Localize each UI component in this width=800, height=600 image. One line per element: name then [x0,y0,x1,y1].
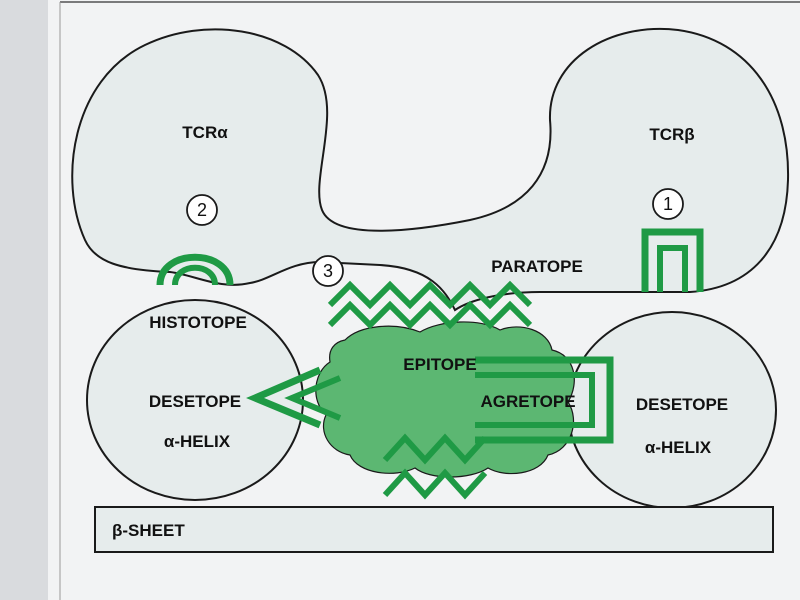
left-margin [0,0,48,600]
helix-left-label: α-HELIX [164,432,231,451]
marker-1: 1 [652,188,684,220]
histotope-label: HISTOTOPE [149,313,247,332]
helix-right-label: α-HELIX [645,438,712,457]
contact-zigzag-bottom-1 [382,433,488,465]
contact-zigzag-top-2 [327,300,533,330]
marker-3-label: 3 [323,261,333,281]
tcr-receptor-shape [71,28,790,312]
desetope-right-label: DESETOPE [636,395,728,414]
desetope-left-chevron-outer [246,366,322,429]
paratope-label: PARATOPE [491,257,583,276]
tcr-beta-label: TCRβ [649,125,694,144]
tcr-alpha-label: TCRα [182,123,228,142]
agretope-bracket-outer [475,356,614,444]
contact-zigzag-top-1 [327,280,533,310]
desetope-left-chevron-inner [284,375,342,421]
agretope-label: AGRETOPE [480,392,575,411]
marker-1-label: 1 [663,194,673,214]
tcr-beta-bracket-inner [657,245,688,292]
marker-2: 2 [186,194,218,226]
beta-sheet-label: β-SHEET [112,521,185,540]
beta-sheet-bar [94,506,774,553]
histotope-arch-outer [156,253,234,286]
agretope-bracket-inner [475,372,595,428]
desetope-left-label: DESETOPE [149,392,241,411]
marker-3: 3 [312,255,344,287]
marker-2-label: 2 [197,200,207,220]
tcr-beta-bracket-outer [641,228,704,292]
epitope-label: EPITOPE [403,355,476,374]
contact-zigzag-bottom-2 [382,468,488,500]
histotope-arch-inner [172,264,218,286]
